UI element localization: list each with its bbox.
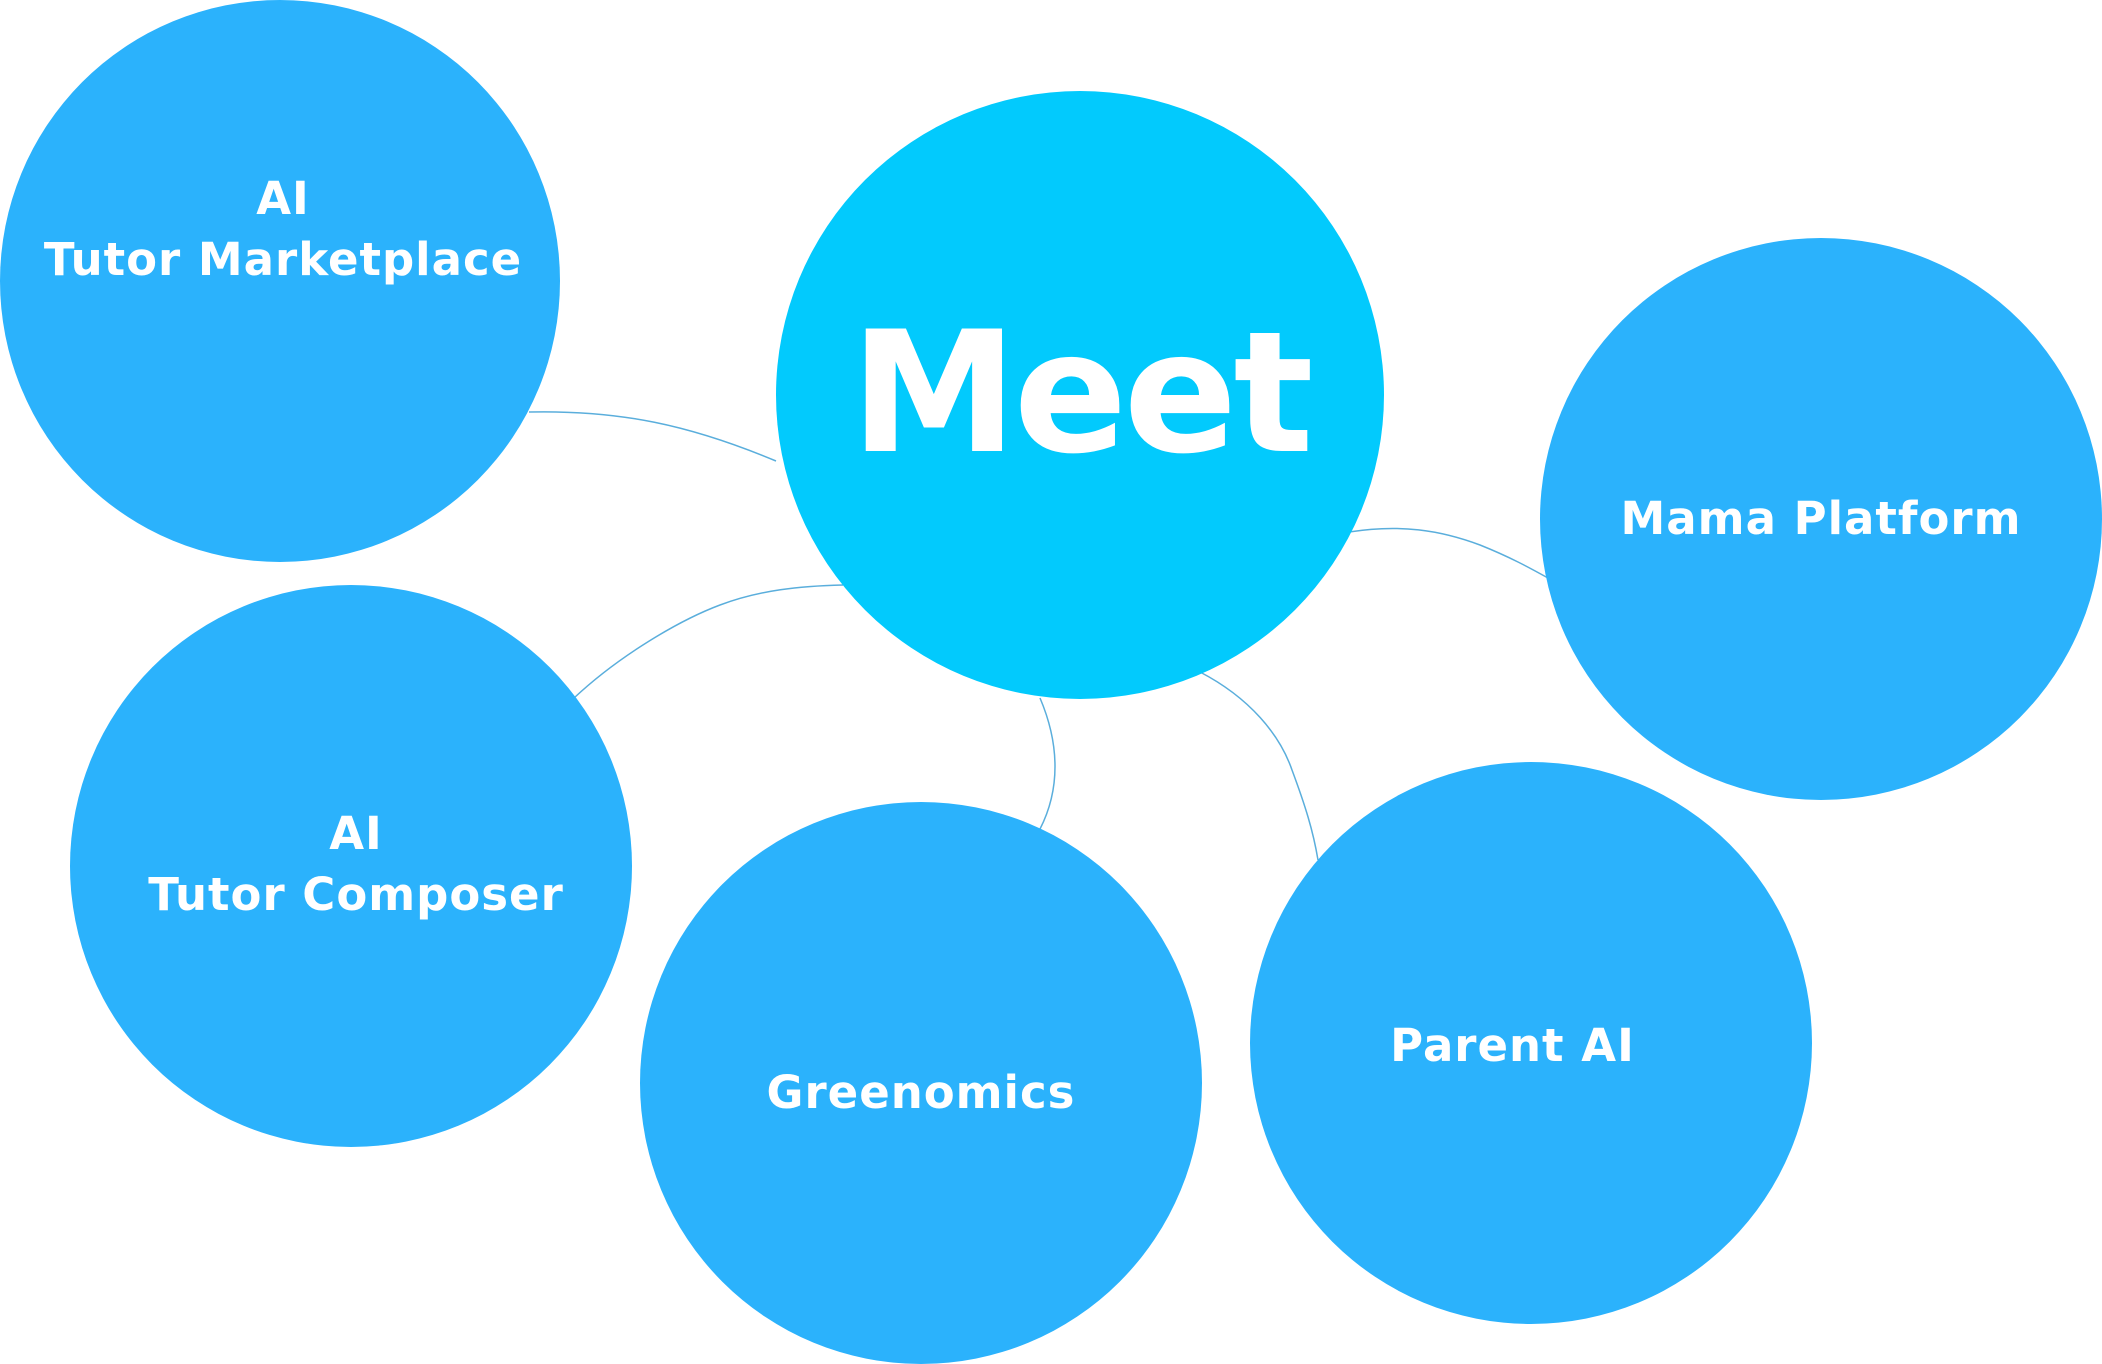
connector-hub-to-parent-ai [1199, 671, 1319, 861]
connector-hub-to-tutor-marketplace [528, 411, 777, 462]
bubble-greenomics-label: Greenomics [766, 1065, 1076, 1119]
bubble-mama-platform[interactable]: Mama Platform [1540, 238, 2102, 800]
bubble-ai-tutor-marketplace[interactable]: AI Tutor Marketplace [0, 0, 560, 562]
bubble-meet-hub[interactable]: Meet [776, 91, 1384, 699]
bubble-parent-ai-label: Parent AI [1390, 1018, 1635, 1072]
connector-hub-to-greenomics [1039, 697, 1056, 830]
bubble-mama-platform-label: Mama Platform [1620, 491, 2022, 545]
bubble-greenomics[interactable]: Greenomics [640, 802, 1202, 1364]
bubble-parent-ai[interactable]: Parent AI [1250, 762, 1812, 1324]
hub-title: Meet [850, 294, 1313, 491]
connector-hub-to-tutor-composer [573, 584, 844, 699]
connector-hub-to-mama-platform [1348, 527, 1549, 579]
bubble-ai-tutor-composer-label: AI Tutor Composer [148, 807, 564, 921]
bubble-ai-tutor-composer[interactable]: AI Tutor Composer [70, 585, 632, 1147]
bubble-ai-tutor-marketplace-label: AI Tutor Marketplace [43, 172, 523, 286]
